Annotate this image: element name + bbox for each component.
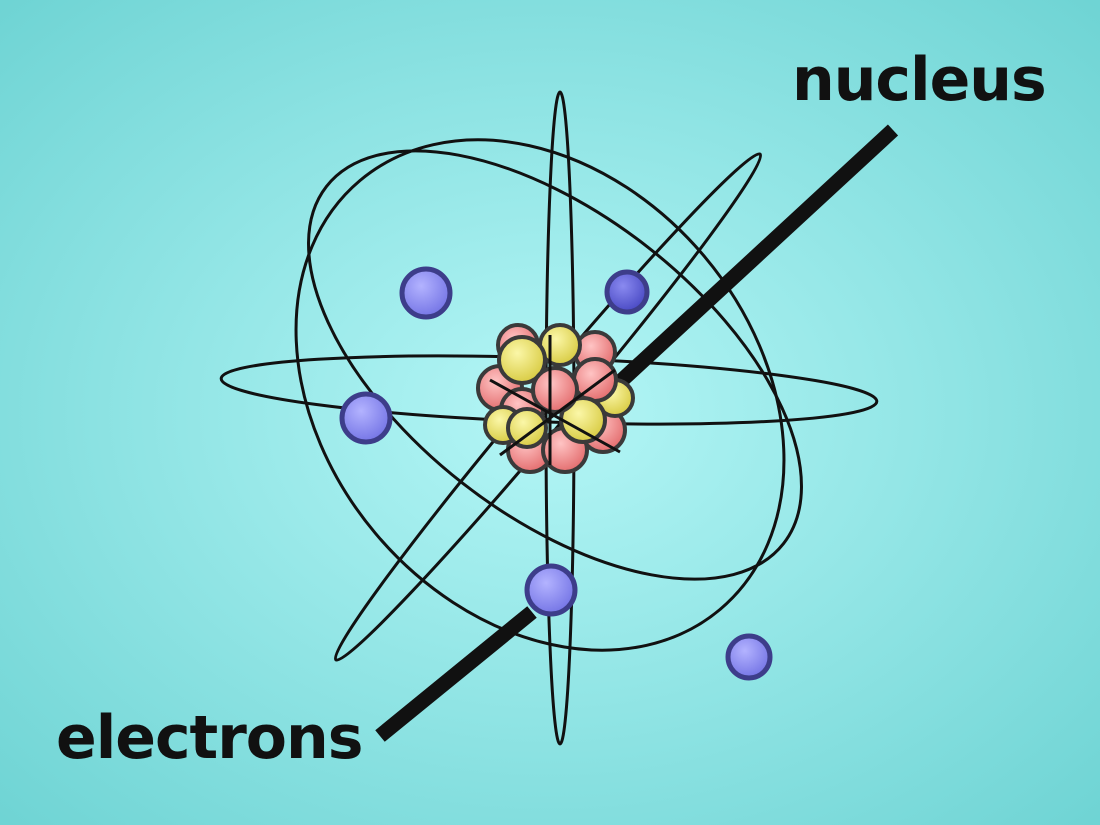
electron — [725, 633, 773, 681]
electron — [339, 391, 393, 445]
electrons — [339, 266, 773, 681]
neutron — [497, 335, 547, 385]
orbit-diagonal — [307, 149, 803, 581]
nucleus-pointer — [614, 124, 899, 388]
proton — [531, 366, 579, 414]
pointer-lines — [375, 124, 899, 742]
neutron — [506, 407, 548, 449]
electrons-label: electrons — [56, 703, 363, 773]
electron — [399, 266, 453, 320]
nucleus-orbit-lines — [489, 335, 621, 465]
electrons-pointer — [375, 606, 537, 742]
electron — [604, 269, 650, 315]
nucleus-label: nucleus — [792, 45, 1047, 115]
orbits — [219, 90, 879, 746]
nucleus — [476, 323, 635, 474]
electron — [524, 563, 578, 617]
orbit-large-tilted — [294, 138, 786, 652]
orbit-segment — [499, 368, 616, 457]
